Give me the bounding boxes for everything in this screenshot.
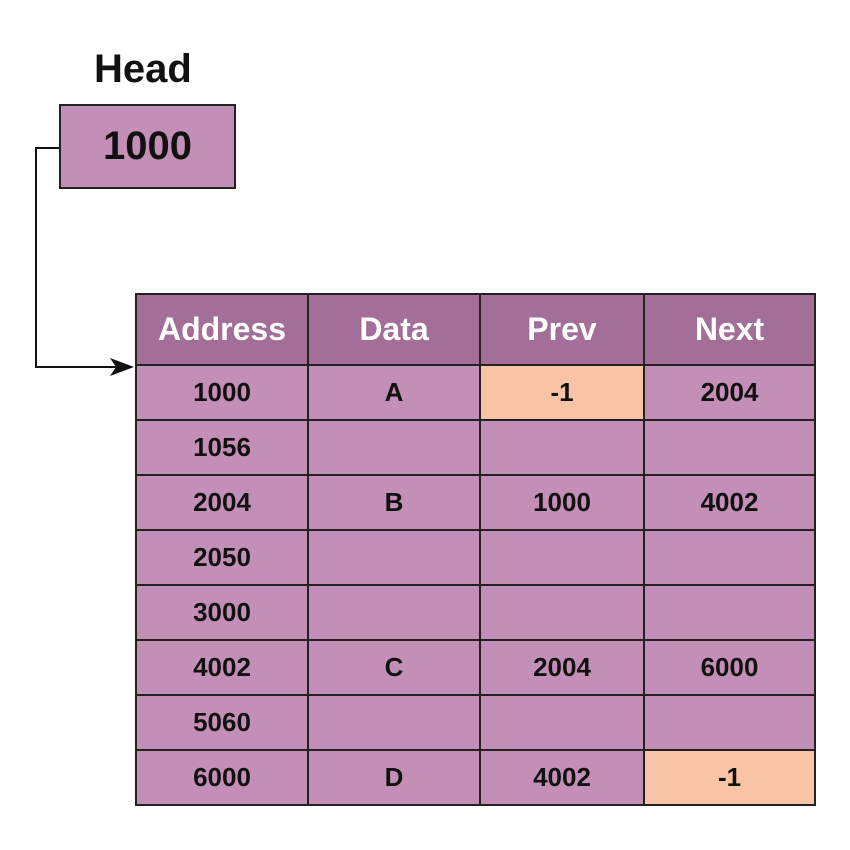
cell-data: [307, 529, 481, 586]
table-header-row: Address Data Prev Next: [135, 293, 816, 366]
cell-prev: [479, 419, 645, 476]
cell-prev: [479, 694, 645, 751]
cell-address: 4002: [135, 639, 309, 696]
cell-next: [643, 694, 816, 751]
cell-prev: 4002: [479, 749, 645, 806]
cell-data: C: [307, 639, 481, 696]
column-header-prev: Prev: [479, 293, 645, 366]
cell-prev: [479, 529, 645, 586]
cell-prev: [479, 584, 645, 641]
cell-prev: 1000: [479, 474, 645, 531]
cell-next: 2004: [643, 364, 816, 421]
cell-next: 4002: [643, 474, 816, 531]
table-row: 2050: [135, 529, 816, 586]
head-pointer-box: 1000: [59, 104, 236, 189]
cell-address: 5060: [135, 694, 309, 751]
column-header-next: Next: [643, 293, 816, 366]
column-header-address: Address: [135, 293, 309, 366]
column-header-data: Data: [307, 293, 481, 366]
head-value: 1000: [103, 124, 192, 168]
table-row: 5060: [135, 694, 816, 751]
cell-next: 6000: [643, 639, 816, 696]
cell-data: [307, 419, 481, 476]
cell-prev: -1: [479, 364, 645, 421]
cell-address: 6000: [135, 749, 309, 806]
cell-address: 1000: [135, 364, 309, 421]
cell-data: [307, 694, 481, 751]
cell-address: 3000: [135, 584, 309, 641]
table-row: 1056: [135, 419, 816, 476]
cell-next: -1: [643, 749, 816, 806]
cell-prev: 2004: [479, 639, 645, 696]
head-label: Head: [94, 47, 192, 91]
arrow-head-icon: [110, 358, 134, 376]
cell-address: 2050: [135, 529, 309, 586]
cell-address: 2004: [135, 474, 309, 531]
table-row: 3000: [135, 584, 816, 641]
cell-data: A: [307, 364, 481, 421]
cell-data: B: [307, 474, 481, 531]
cell-data: D: [307, 749, 481, 806]
cell-data: [307, 584, 481, 641]
cell-address: 1056: [135, 419, 309, 476]
cell-next: [643, 584, 816, 641]
cell-next: [643, 419, 816, 476]
cell-next: [643, 529, 816, 586]
